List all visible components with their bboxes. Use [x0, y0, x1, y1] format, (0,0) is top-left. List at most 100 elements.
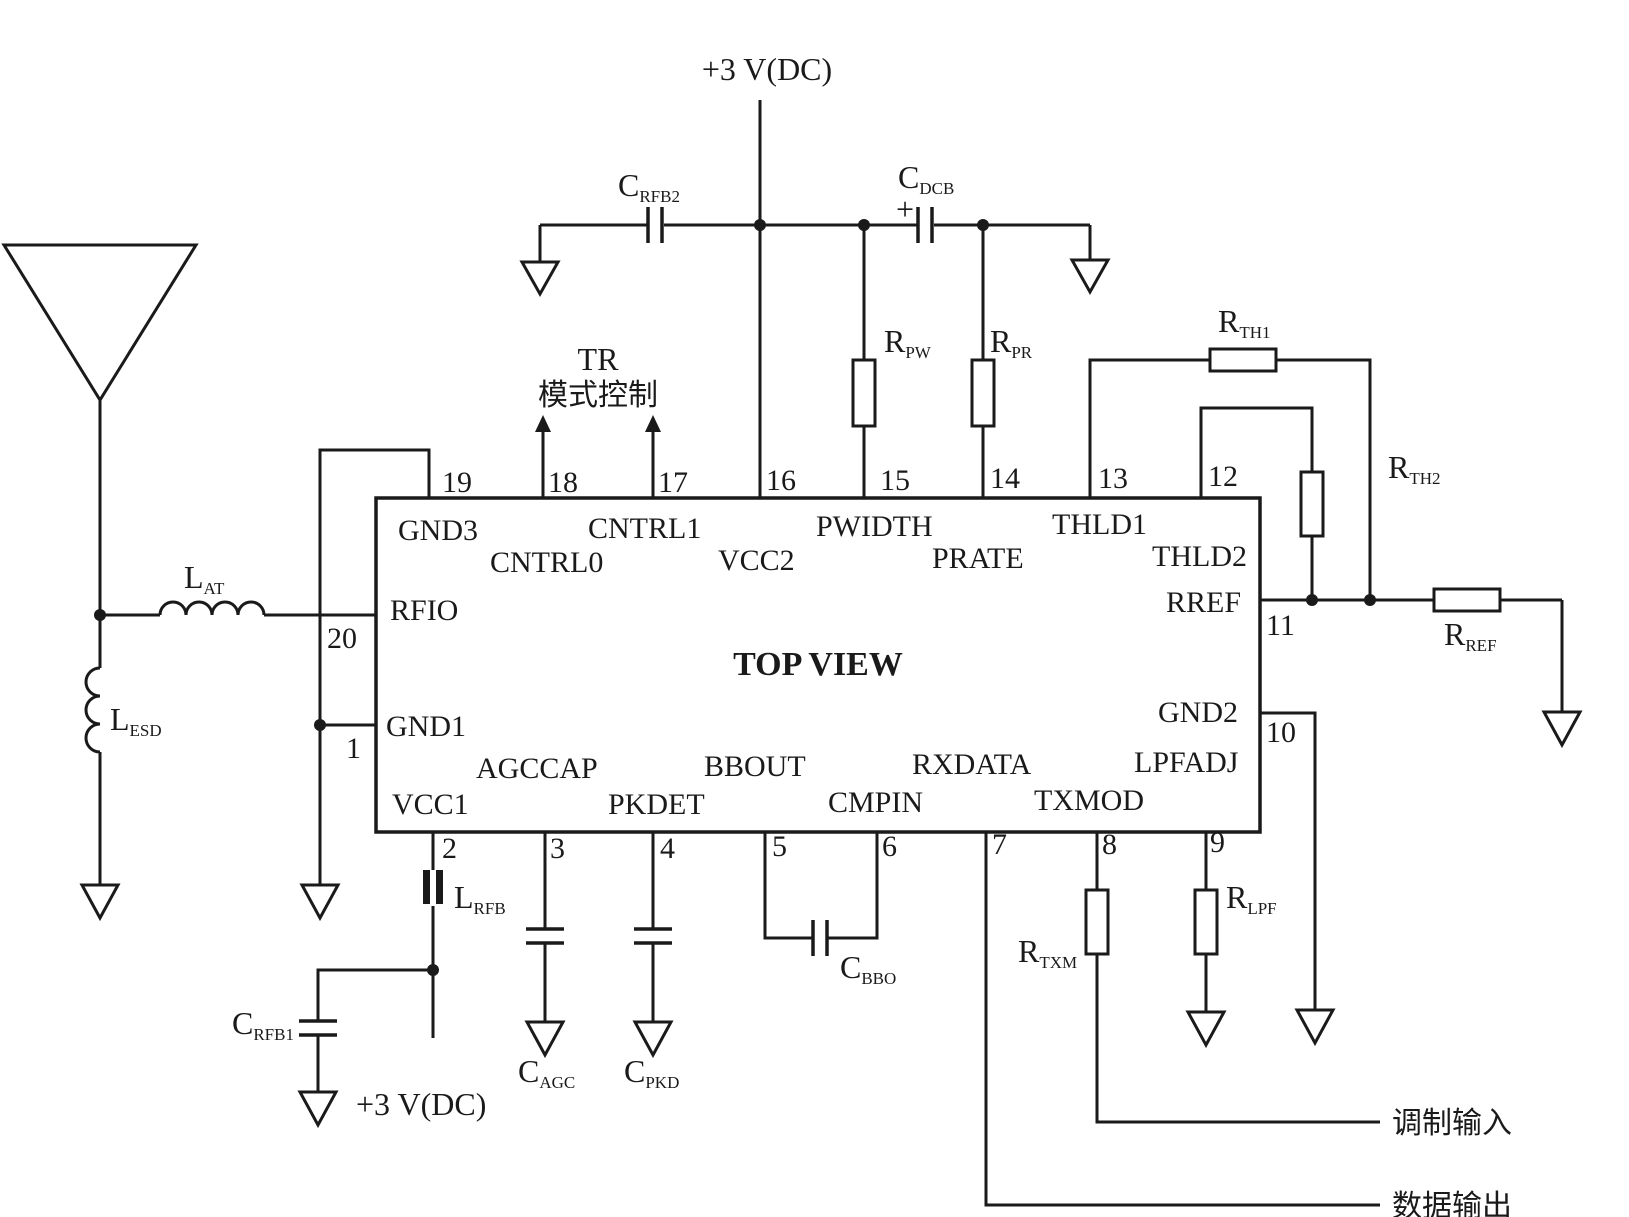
- pin-number: 14: [990, 462, 1020, 495]
- capacitor-c-rfb2: [646, 207, 664, 243]
- inductor-l-at: [158, 600, 266, 616]
- resistor-r-pr: [970, 358, 996, 428]
- capacitor-c-agc: [526, 927, 564, 945]
- ground-symbol: [299, 883, 341, 922]
- c-agc-label: CAGC: [518, 1053, 575, 1092]
- pin-number: 9: [1210, 826, 1225, 859]
- pin-number: 15: [880, 464, 910, 497]
- pin-number: 10: [1266, 716, 1296, 749]
- c-rfb2-label: CRFB2: [618, 167, 680, 206]
- resistor-r-txm: [1084, 888, 1110, 956]
- junction-dot: [314, 719, 326, 731]
- signal-name: RFIO: [390, 594, 458, 627]
- signal-name: CNTRL0: [490, 546, 603, 579]
- pin-number: 5: [772, 830, 787, 863]
- inductor-l-rfb: [423, 870, 443, 906]
- signal-name: PWIDTH: [816, 510, 933, 543]
- signal-name: RXDATA: [912, 748, 1032, 781]
- resistor-r-ref: [1432, 587, 1502, 613]
- r-pw-label: RPW: [884, 323, 932, 362]
- signal-name: TXMOD: [1034, 784, 1144, 817]
- junction-dot: [1306, 594, 1318, 606]
- signal-name: GND3: [398, 514, 478, 547]
- signal-name: RREF: [1166, 586, 1241, 619]
- c-bbo-label: CBBO: [840, 949, 896, 988]
- pin-number: 17: [658, 466, 688, 499]
- ground-symbol: [1069, 258, 1111, 296]
- resistor-r-th1: [1208, 347, 1278, 373]
- antenna-symbol: [1, 243, 199, 615]
- tr-control-arrows: [535, 415, 661, 498]
- pin-number: 8: [1102, 828, 1117, 861]
- supply-bottom-label: +3 V(DC): [356, 1086, 486, 1122]
- pin-number: 11: [1266, 609, 1295, 642]
- pin-number: 2: [442, 832, 457, 865]
- signal-name: VCC1: [392, 788, 469, 821]
- r-txm-label: RTXM: [1018, 933, 1077, 972]
- signal-name: LPFADJ: [1134, 746, 1239, 779]
- pin-number: 18: [548, 466, 578, 499]
- pin-number: 19: [442, 466, 472, 499]
- r-lpf-label: RLPF: [1226, 879, 1277, 918]
- c-dcb-label: CDCB: [898, 159, 954, 198]
- pin-number: 1: [346, 732, 361, 765]
- signal-name: BBOUT: [704, 750, 806, 783]
- pin-number: 16: [766, 464, 796, 497]
- pin-number: 7: [992, 828, 1007, 861]
- resistor-r-pw: [851, 358, 877, 428]
- ground-symbol: [1294, 1008, 1336, 1047]
- supply-rail: [538, 100, 1092, 498]
- r-th1-label: RTH1: [1218, 303, 1271, 342]
- pin-number: 20: [327, 622, 357, 655]
- r-pr-label: RPR: [990, 323, 1033, 362]
- junction-dot: [1364, 594, 1376, 606]
- c-dcb-polarity: +: [896, 191, 914, 227]
- signal-name: CMPIN: [828, 786, 923, 819]
- ic-body: [374, 496, 1262, 834]
- capacitor-c-bbo: [811, 920, 829, 956]
- c-rfb1-label: CRFB1: [232, 1005, 294, 1044]
- r-th2-label: RTH2: [1388, 449, 1441, 488]
- signal-name: PKDET: [608, 788, 705, 821]
- resistor-r-lpf: [1193, 888, 1219, 956]
- signal-name: THLD1: [1052, 508, 1147, 541]
- inductor-l-esd: [84, 666, 101, 754]
- signal-name: GND1: [386, 710, 466, 743]
- capacitor-c-dcb: [916, 207, 934, 243]
- l-rfb-label: LRFB: [454, 879, 506, 918]
- ground-symbol: [297, 1090, 339, 1129]
- ground-symbol: [1541, 710, 1583, 749]
- ic-title: TOP VIEW: [733, 646, 903, 683]
- supply-top-label: +3 V(DC): [702, 51, 832, 87]
- modulation-input-label: 调制输入: [1392, 1106, 1512, 1141]
- capacitor-c-pkd: [634, 927, 672, 945]
- c-pkd-label: CPKD: [624, 1053, 679, 1092]
- signal-name: THLD2: [1152, 540, 1247, 573]
- signal-name: GND2: [1158, 696, 1238, 729]
- pin-number: 12: [1208, 460, 1238, 493]
- pin-number: 3: [550, 832, 565, 865]
- l-at-label: LAT: [184, 559, 225, 598]
- signal-name: CNTRL1: [588, 512, 701, 545]
- tr-label: TR: [578, 341, 620, 377]
- ground-symbol: [632, 1020, 674, 1059]
- ground-symbol: [519, 260, 561, 298]
- c-rfb1-wire: [316, 968, 433, 1092]
- modulation-input-wire: [1095, 832, 1380, 1124]
- ground-symbol: [524, 1020, 566, 1059]
- signal-name: AGCCAP: [476, 752, 598, 785]
- tr-mode-label: 模式控制: [538, 378, 658, 413]
- data-output-wire: [984, 832, 1380, 1207]
- pin-number: 6: [882, 830, 897, 863]
- signal-name: PRATE: [932, 542, 1024, 575]
- ground-symbol: [79, 883, 121, 922]
- pin-number: 13: [1098, 462, 1128, 495]
- pin19-wire: [318, 448, 431, 725]
- ground-symbol: [1185, 1010, 1227, 1049]
- data-output-label: 数据输出: [1392, 1189, 1512, 1217]
- resistor-pin12: [1299, 470, 1325, 538]
- capacitor-c-rfb1: [299, 1019, 337, 1037]
- signal-name: VCC2: [718, 544, 795, 577]
- r-ref-label: RREF: [1444, 616, 1497, 655]
